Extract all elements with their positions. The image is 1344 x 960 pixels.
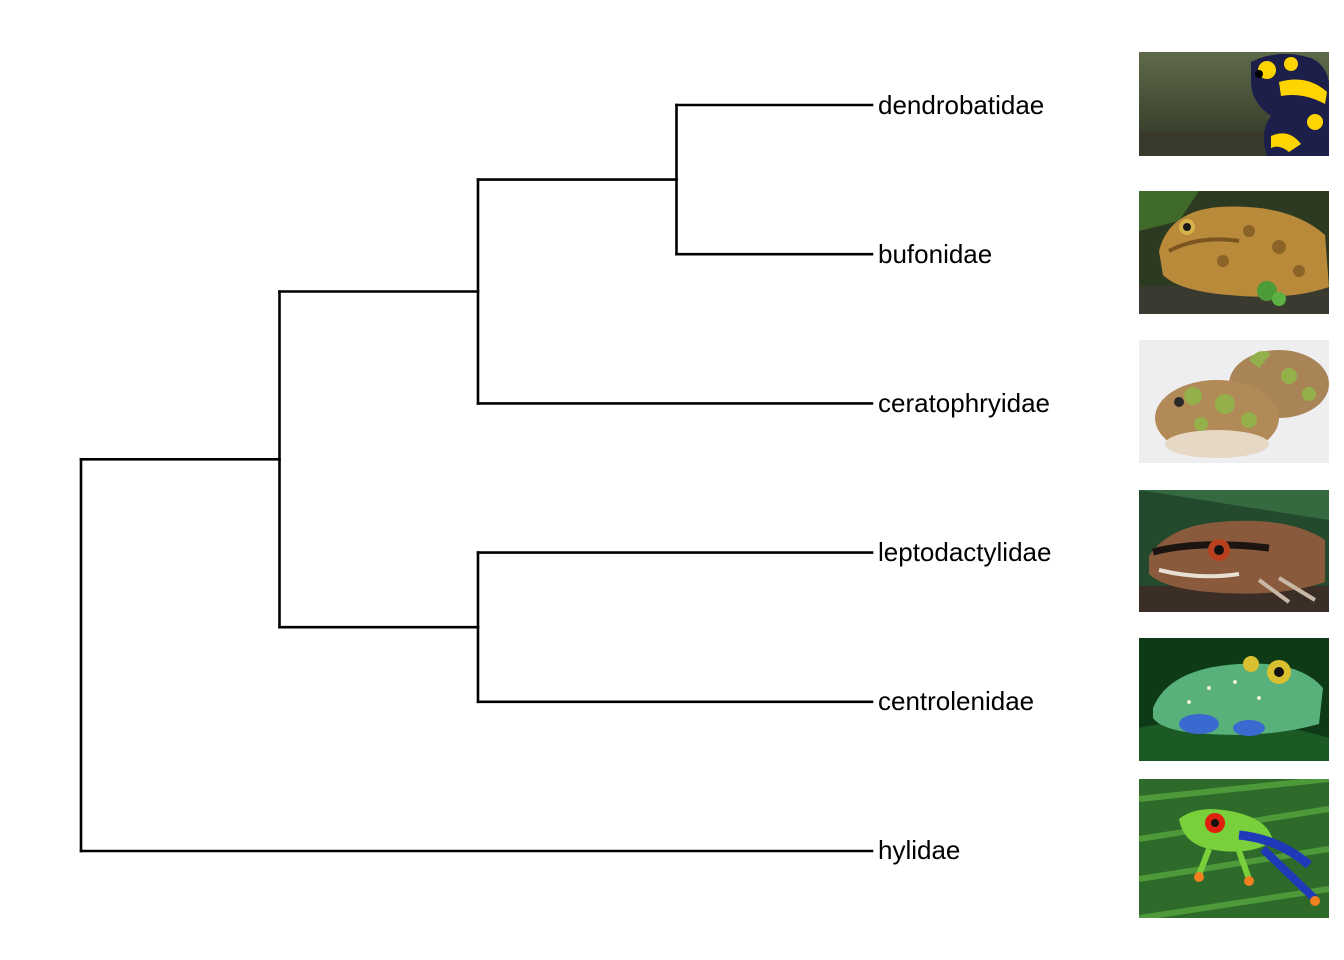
- tip-label-bufonidae: bufonidae: [878, 239, 992, 269]
- tree-frog-photo-icon: [1139, 779, 1329, 918]
- tip-labels: dendrobatidae bufonidae ceratophryidae l…: [878, 90, 1051, 865]
- southern-frog-photo-icon: [1139, 490, 1329, 612]
- horned-frog-photo-icon: [1139, 340, 1329, 463]
- tree-branches: [79, 103, 874, 853]
- poison-dart-frog-photo-icon: [1139, 52, 1329, 156]
- tip-label-leptodactylidae: leptodactylidae: [878, 537, 1051, 567]
- tip-label-centrolenidae: centrolenidae: [878, 686, 1034, 716]
- tip-label-dendrobatidae: dendrobatidae: [878, 90, 1044, 120]
- toad-photo-icon: [1139, 191, 1329, 314]
- tip-label-hylidae: hylidae: [878, 835, 960, 865]
- tip-label-ceratophryidae: ceratophryidae: [878, 388, 1050, 418]
- glass-frog-photo-icon: [1139, 638, 1329, 761]
